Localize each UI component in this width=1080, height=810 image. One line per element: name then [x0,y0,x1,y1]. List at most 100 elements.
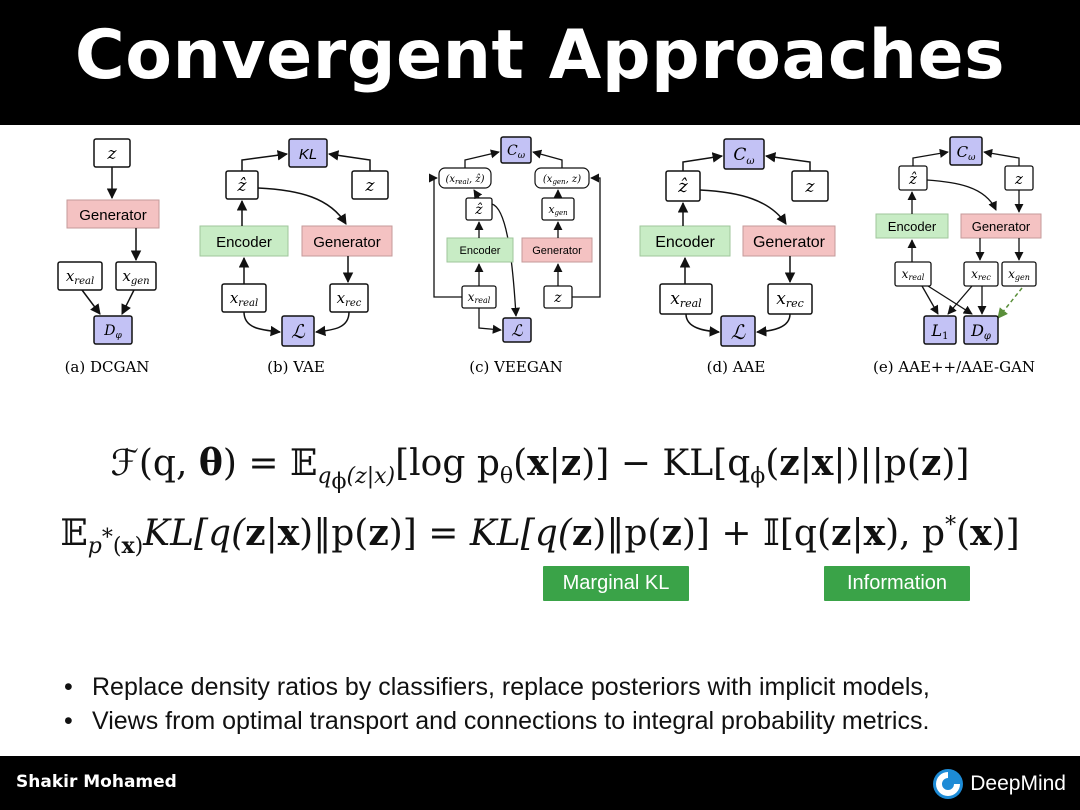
edge [327,150,371,171]
edge [983,148,1020,166]
node-generator [66,199,160,229]
node-x-gen-label: xgen [548,203,568,217]
node-z-hat-label: ẑ [237,176,248,196]
author-name: Shakir Mohamed [16,772,177,792]
node-generator-label: Generator [532,245,582,257]
node-x-rec-label: xrec [337,289,362,309]
edge [314,311,350,337]
node-generator-label: Generator [753,234,826,251]
caption-aae-gan: (e) AAE++/AAE-GAN [873,358,1035,376]
node-loss-label: ℒ [291,321,306,343]
node-critic [949,136,983,166]
node-pair-real-label: (xreal, ẑ) [446,174,485,186]
node-discriminator-label: Dφ [103,323,122,341]
node-z-label: z [1014,170,1023,188]
node-x-gen-label: xgen [122,267,149,287]
node-loss-label: ℒ [511,321,523,340]
edge [473,189,483,200]
edge [81,289,101,315]
node-z-label: z [805,177,816,197]
panel-vae: KL ẑ z Encoder Generator xreal xrec ℒ (b… [199,138,393,376]
edge [428,173,462,298]
panel-aae-gan: Cω ẑ z Encoder Generator xreal xrec xgen [873,136,1042,376]
edge [532,149,563,168]
deepmind-logo-icon [933,769,964,799]
information-badge: Information [824,566,970,601]
edge [464,149,500,168]
elbo-equation: ℱ(q, θ) = 𝔼qϕ(z|x)[log pθ(x|z)] − KL[qϕ(… [110,442,970,495]
node-generator-label: Generator [79,207,147,224]
brand: DeepMind [932,768,1066,800]
node-z-label: z [107,144,118,164]
node-x-gen [1001,261,1037,287]
caption-aae: (d) AAE [707,358,766,376]
node-generator-label: Generator [972,219,1031,234]
node-x-gen-label: xgen [1008,267,1030,282]
edge [685,313,721,337]
node-x-real [894,261,932,287]
marginal-kl-equation: 𝔼p*(x)KL[q(z|x)‖p(z)] = KL[q(z)‖p(z)] + … [60,512,1020,560]
edge [927,285,973,315]
panel-veegan: Cω (xreal, ẑ) (xgen, z) ẑ xgen Encoder G… [428,136,601,376]
node-encoder-label: Encoder [655,234,715,251]
node-encoder [199,225,289,257]
node-encoder [639,225,731,257]
node-generator [521,237,593,263]
node-loss [502,317,532,343]
bullet-item: Replace density ratios by classifiers, r… [62,670,1042,704]
node-x-real-label: xreal [66,267,94,287]
node-discriminator-label: Dφ [970,321,991,342]
node-x-real-label: xreal [670,289,702,310]
node-loss [281,315,315,347]
edge [764,152,811,171]
caption-vae: (b) VAE [267,358,325,376]
diagram-canvas: z Generator xreal xgen Dφ (a) DCGAN KL ẑ… [57,136,1042,376]
node-x-real [57,261,103,291]
edge [921,285,939,315]
edge [926,179,997,211]
node-critic-label: Cω [733,145,754,167]
node-x-rec-label: xrec [971,267,991,282]
node-kl [288,138,328,168]
slide-title: Convergent Approaches [74,16,1006,95]
edge [699,189,787,225]
node-x-rec-label: xrec [776,289,804,310]
node-z-label: z [365,176,376,196]
node-encoder [446,237,514,263]
edge [682,152,724,171]
node-pair-gen-label: (xgen, z) [543,174,581,186]
node-generator-label: Generator [313,234,381,251]
node-kl-label: KL [299,146,317,163]
node-loss [720,315,756,347]
node-discriminator [963,315,999,345]
node-z-label: z [553,290,562,306]
brand-name: DeepMind [970,772,1066,795]
node-l1 [923,315,957,345]
edge [257,187,347,225]
panel-aae: Cω ẑ z Encoder Generator xreal xrec ℒ (d… [639,138,836,376]
dashed-edge [997,287,1023,319]
edge [241,150,289,171]
node-encoder-label: Encoder [216,234,272,251]
footer-bar: Shakir Mohamed DeepMind [0,756,1080,810]
node-x-real-label: xreal [468,290,491,305]
node-x-real-label: xreal [902,267,925,282]
edge [572,173,601,298]
edge [912,148,949,166]
node-z-hat-label: ẑ [474,201,483,218]
node-generator [742,225,836,257]
edge [121,289,135,315]
node-x-real-label: xreal [230,289,258,309]
node-encoder-label: Encoder [888,219,937,234]
node-discriminator [93,315,133,345]
marginal-kl-badge: Marginal KL [543,566,689,601]
model-diagrams: z Generator xreal xgen Dφ (a) DCGAN KL ẑ… [0,128,1080,388]
caption-veegan: (c) VEEGAN [469,358,563,376]
edge [491,203,521,317]
edge [243,311,282,337]
edge [478,308,502,334]
node-loss-label: ℒ [731,320,746,344]
node-critic [500,136,532,164]
node-x-gen [115,261,157,291]
node-critic [723,138,765,170]
